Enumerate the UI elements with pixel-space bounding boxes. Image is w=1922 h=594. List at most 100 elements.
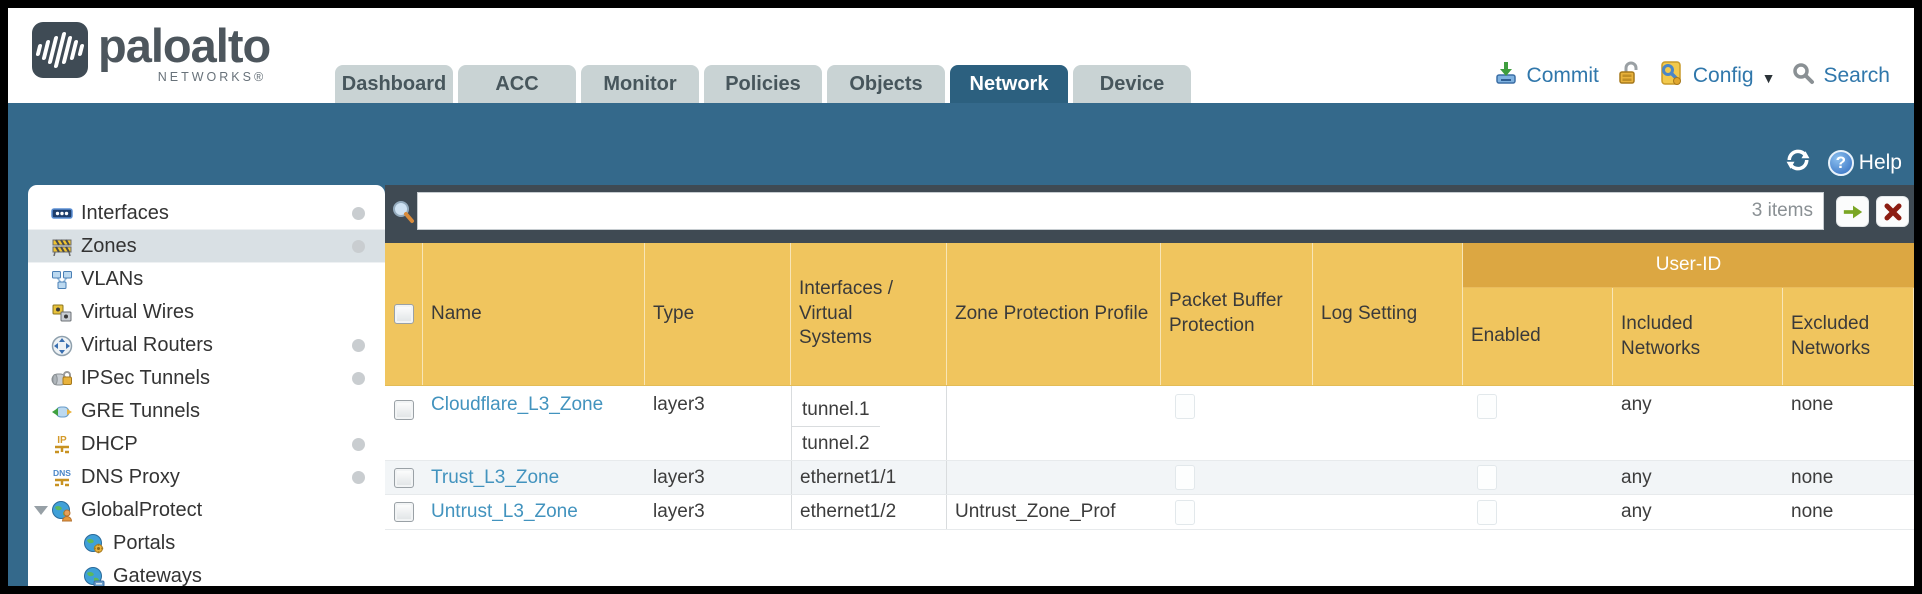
commit-button[interactable]: Commit [1526, 64, 1599, 87]
interface-item[interactable]: ethernet1/1 [800, 466, 897, 488]
filter-bar: 3 items [385, 185, 1914, 243]
col-header-enabled[interactable]: Enabled [1463, 243, 1613, 385]
table-row: Cloudflare_L3_Zone layer3 tunnel.1 tunne… [385, 386, 1914, 461]
tab-device[interactable]: Device [1073, 65, 1191, 103]
user-id-enabled-checkbox[interactable] [1477, 465, 1497, 490]
tab-policies[interactable]: Policies [704, 65, 822, 103]
user-id-enabled-cell [1463, 386, 1613, 460]
sidebar-item-globalprotect[interactable]: GlobalProtect [28, 494, 385, 527]
packet-buffer-protection-cell [1161, 495, 1313, 529]
help-button[interactable]: ? Help [1827, 150, 1902, 176]
packet-buffer-protection-checkbox[interactable] [1175, 499, 1195, 525]
user-id-enabled-checkbox[interactable] [1477, 394, 1497, 419]
sidebar-item-ipsec-tunnels[interactable]: IPSec Tunnels [28, 362, 385, 395]
interface-item[interactable]: tunnel.2 [802, 432, 870, 454]
app-window: paloalto NETWORKS® Dashboard ACC Monitor… [8, 8, 1914, 586]
zone-type-cell: layer3 [653, 501, 705, 522]
sidebar-item-portals[interactable]: Portals [28, 527, 385, 560]
config-button[interactable]: Config [1692, 64, 1754, 87]
paloalto-logo: paloalto NETWORKS® [32, 22, 271, 84]
commit-icon [1493, 60, 1519, 92]
select-all-cell [385, 243, 423, 385]
zone-type-cell: layer3 [653, 466, 705, 488]
col-header-packet-buffer-protection[interactable]: Packet Buffer Protection [1161, 243, 1313, 385]
table-header: User-ID Name Type Interfaces / Virtual S… [385, 243, 1914, 386]
select-all-checkbox[interactable] [393, 304, 414, 324]
status-dot [352, 206, 365, 220]
col-header-excluded-networks[interactable]: Excluded Networks [1783, 243, 1914, 385]
zone-name-link[interactable]: Trust_L3_Zone [431, 466, 560, 488]
top-header: paloalto NETWORKS® Dashboard ACC Monitor… [8, 8, 1914, 103]
tab-monitor[interactable]: Monitor [581, 65, 699, 103]
row-checkbox[interactable] [394, 467, 414, 488]
packet-buffer-protection-checkbox[interactable] [1175, 465, 1195, 490]
user-id-group-header: User-ID [1463, 243, 1914, 288]
sidebar-item-dns-proxy[interactable]: DNS DNS Proxy [28, 461, 385, 494]
clear-filter-button[interactable] [1876, 196, 1909, 227]
log-setting-cell [1313, 495, 1463, 529]
table-row: Untrust_L3_Zone layer3 ethernet1/2 Untru… [385, 495, 1914, 530]
logo-networks-label: NETWORKS® [157, 70, 267, 84]
sidebar-item-zones[interactable]: Zones [28, 230, 385, 263]
filter-input-wrap: 3 items [417, 192, 1824, 230]
col-header-type[interactable]: Type [645, 243, 791, 385]
user-id-enabled-checkbox[interactable] [1477, 499, 1497, 525]
col-header-zone-protection-profile[interactable]: Zone Protection Profile [947, 243, 1161, 385]
interface-item[interactable]: tunnel.1 [792, 394, 880, 428]
tab-dashboard[interactable]: Dashboard [335, 65, 453, 103]
svg-text:DNS: DNS [53, 468, 71, 478]
apply-filter-button[interactable] [1836, 196, 1869, 227]
zone-name-link[interactable]: Cloudflare_L3_Zone [431, 394, 604, 415]
log-setting-cell [1313, 461, 1463, 494]
network-sidebar: Interfaces Zones [28, 185, 385, 586]
row-select-cell [385, 495, 423, 529]
sidebar-item-virtual-routers[interactable]: Virtual Routers [28, 329, 385, 362]
interface-item[interactable]: ethernet1/2 [800, 501, 897, 522]
search-button[interactable]: Search [1823, 64, 1890, 87]
logo-text: paloalto NETWORKS® [98, 22, 271, 84]
col-header-name[interactable]: Name [423, 243, 645, 385]
paloalto-logo-icon [32, 22, 88, 78]
main-nav-tabs: Dashboard ACC Monitor Policies Objects N… [335, 65, 1191, 103]
help-icon: ? [1827, 150, 1854, 176]
portals-icon [82, 533, 106, 555]
virtual-routers-icon [50, 335, 74, 357]
included-networks-cell: any [1621, 501, 1652, 522]
sidebar-item-interfaces[interactable]: Interfaces [28, 197, 385, 230]
zone-protection-profile-cell [947, 461, 1161, 494]
tab-objects[interactable]: Objects [827, 65, 945, 103]
zone-name-link[interactable]: Untrust_L3_Zone [431, 501, 578, 522]
gre-tunnels-icon [50, 401, 74, 423]
zone-protection-profile-cell [947, 386, 1161, 460]
row-checkbox[interactable] [394, 502, 414, 522]
included-networks-cell: any [1621, 466, 1652, 488]
col-header-included-networks[interactable]: Included Networks [1613, 243, 1783, 385]
status-dot [352, 438, 365, 451]
user-id-enabled-cell [1463, 461, 1613, 494]
excluded-networks-cell: none [1791, 466, 1834, 488]
expand-collapse-icon[interactable] [34, 506, 48, 515]
lock-icon[interactable] [1615, 60, 1641, 92]
dns-proxy-icon: DNS [50, 467, 74, 489]
row-checkbox[interactable] [394, 400, 414, 420]
status-dot [352, 372, 365, 385]
config-caret-icon[interactable]: ▼ [1761, 70, 1776, 86]
ipsec-tunnels-icon [50, 368, 74, 390]
user-id-enabled-cell [1463, 495, 1613, 529]
filter-input[interactable] [418, 193, 1823, 229]
tab-network[interactable]: Network [950, 65, 1068, 103]
col-header-interfaces[interactable]: Interfaces / Virtual Systems [791, 243, 947, 385]
sidebar-item-gateways[interactable]: Gateways [28, 560, 385, 586]
packet-buffer-protection-checkbox[interactable] [1175, 394, 1195, 419]
row-select-cell [385, 386, 423, 460]
col-header-log-setting[interactable]: Log Setting [1313, 243, 1463, 385]
excluded-networks-cell: none [1791, 394, 1834, 415]
sidebar-item-virtual-wires[interactable]: Virtual Wires [28, 296, 385, 329]
table-row: Trust_L3_Zone layer3 ethernet1/1 any non… [385, 461, 1914, 495]
sidebar-item-vlans[interactable]: VLANs [28, 263, 385, 296]
tab-acc[interactable]: ACC [458, 65, 576, 103]
sidebar-item-dhcp[interactable]: IP DHCP [28, 428, 385, 461]
sidebar-item-gre-tunnels[interactable]: GRE Tunnels [28, 395, 385, 428]
refresh-icon[interactable] [1784, 146, 1812, 180]
